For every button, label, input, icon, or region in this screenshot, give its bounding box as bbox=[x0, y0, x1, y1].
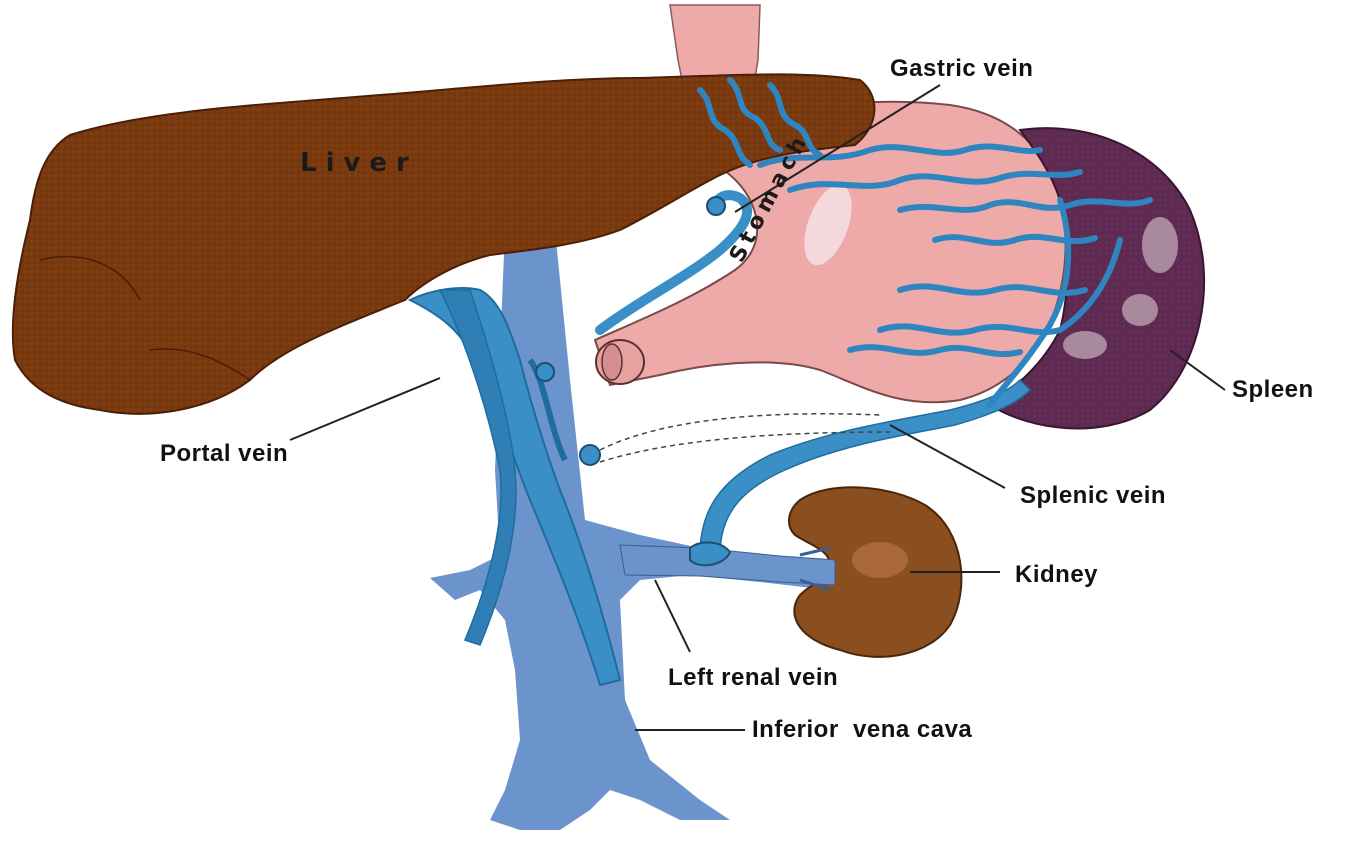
label-inferior-vena-cava: Inferior vena cava bbox=[752, 716, 972, 744]
label-gastric-vein: Gastric vein bbox=[890, 55, 1033, 83]
label-liver: Liver bbox=[300, 148, 418, 178]
splenic-vein-leader bbox=[890, 425, 1005, 488]
label-portal-vein: Portal vein bbox=[160, 440, 288, 468]
label-splenic-vein: Splenic vein bbox=[1020, 482, 1166, 510]
portal-vein-leader bbox=[290, 378, 440, 440]
label-left-renal-vein: Left renal vein bbox=[668, 664, 838, 692]
left-renal-vein-leader bbox=[655, 580, 690, 652]
label-spleen: Spleen bbox=[1232, 376, 1314, 404]
label-kidney: Kidney bbox=[1015, 561, 1098, 589]
